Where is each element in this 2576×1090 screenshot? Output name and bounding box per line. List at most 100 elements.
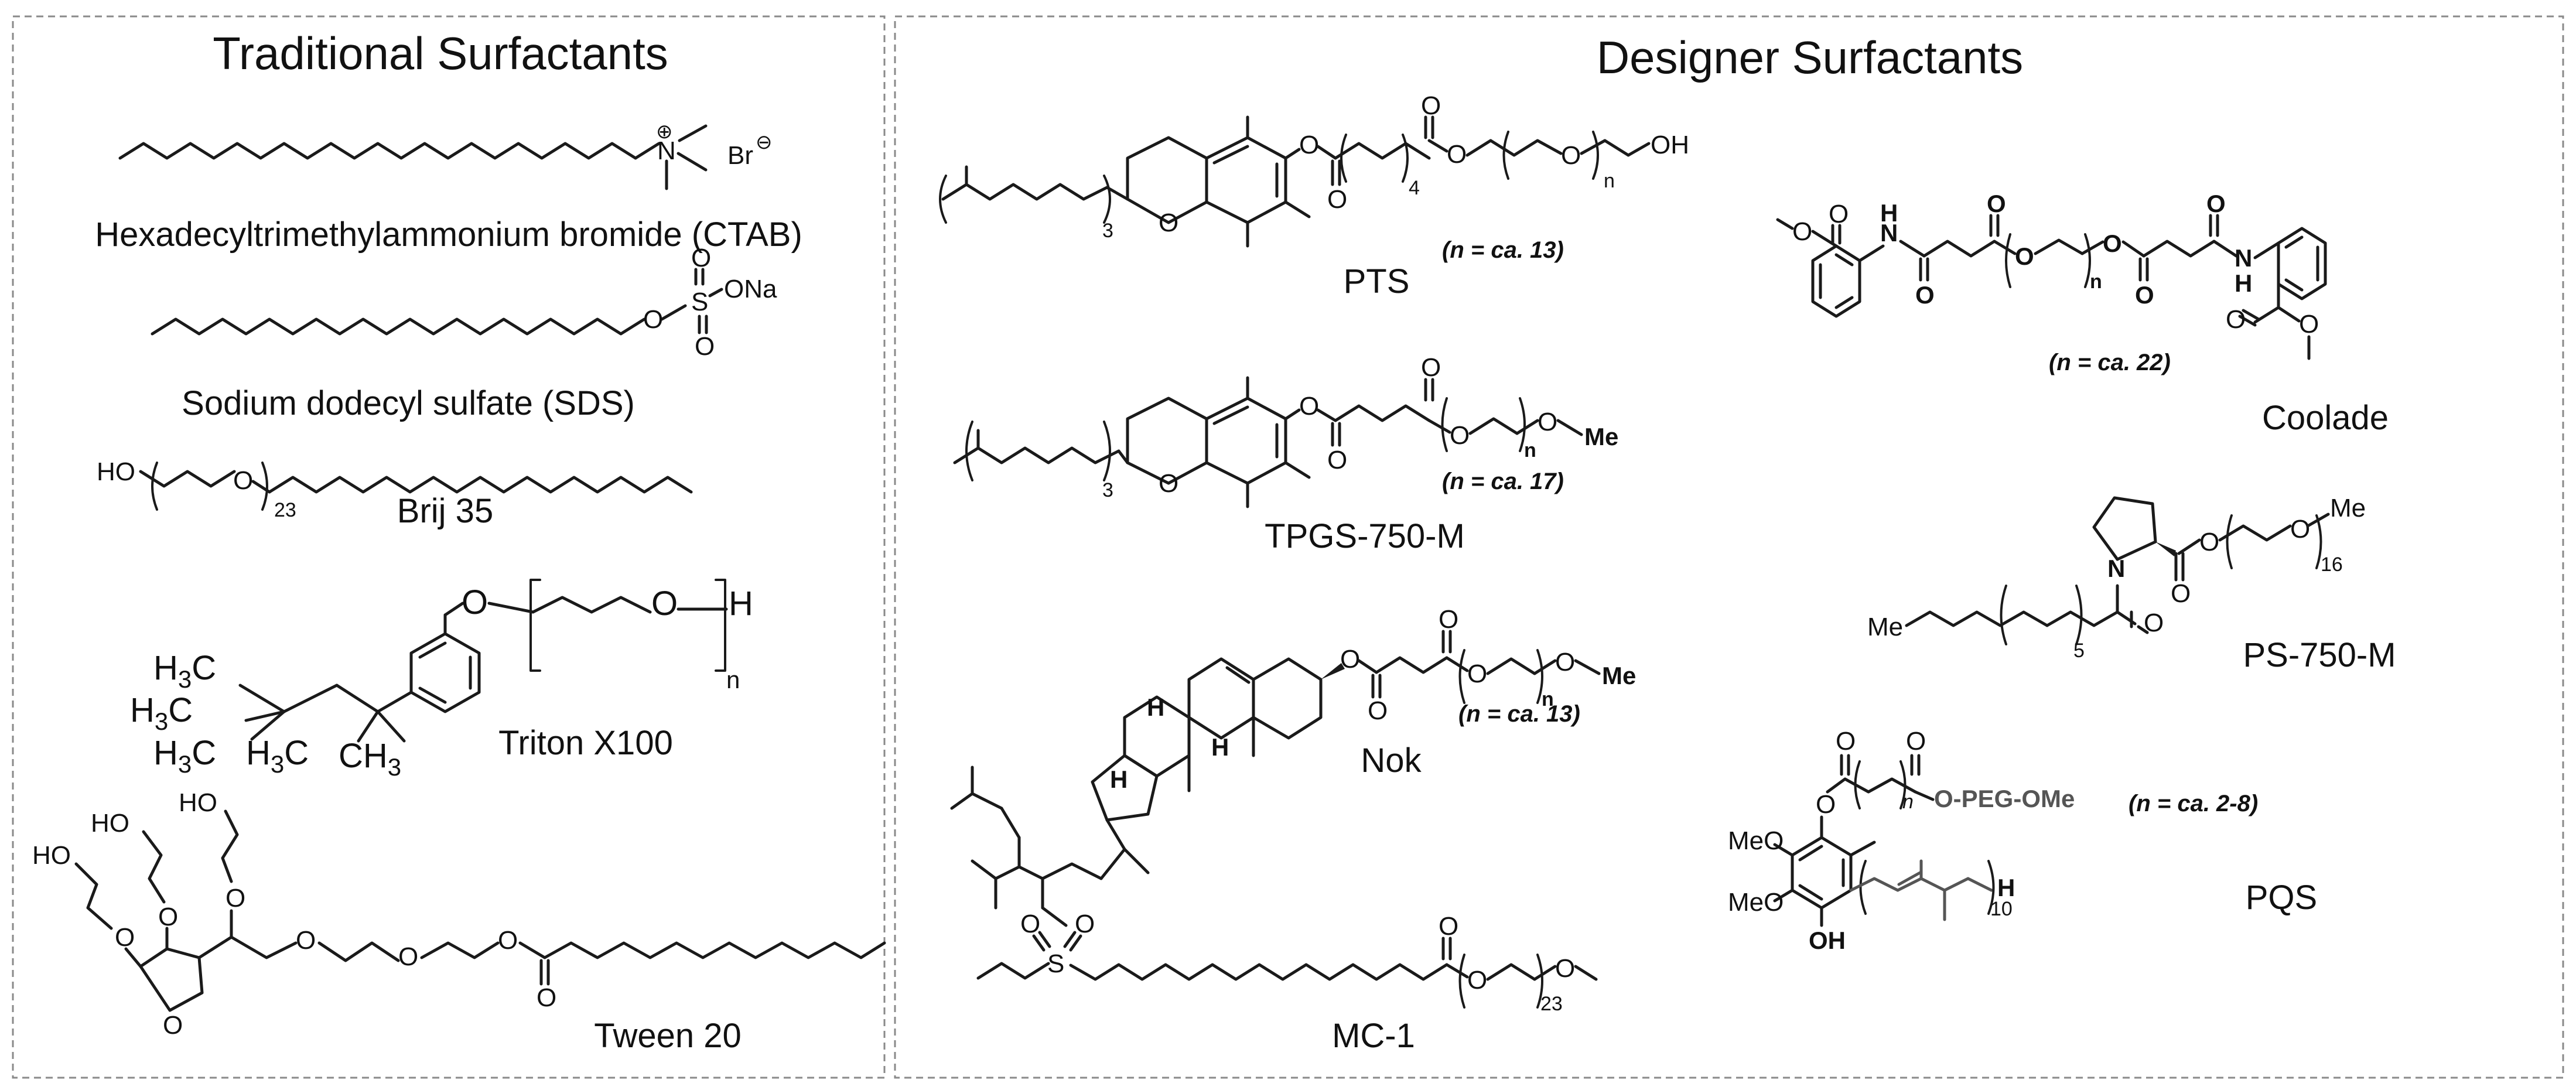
tween20-o-chain2: O	[398, 942, 418, 971]
tpgs-carbonyl-1: O	[1327, 446, 1347, 474]
tween20-o-top: O	[226, 884, 245, 913]
pts-repeat-3: 3	[1102, 220, 1113, 242]
tween20-o-chain1: O	[296, 926, 316, 955]
tween20-name: Tween 20	[594, 1017, 742, 1055]
tween20-ho-upper: HO	[91, 809, 129, 838]
ps750m-structure: Me 5 O N O O O 16 Me	[1867, 494, 2366, 662]
pts-peg-oxygen: O	[1561, 141, 1581, 170]
nok-note: (n = ca. 13)	[1458, 701, 1580, 727]
ps750m-carbonyl: O	[2171, 579, 2191, 608]
triton-name: Triton X100	[498, 724, 673, 762]
triton-ch3: CH3	[339, 737, 401, 781]
triton-h3c-lower: H3C	[246, 734, 309, 778]
ps750m-repeat-5: 5	[2073, 640, 2085, 662]
ctab-minus-charge: ⊖	[756, 131, 773, 153]
tween20-o-carbonyl: O	[537, 983, 556, 1012]
triton-structure: O O H n H3C H3C H3C H3C CH3	[130, 579, 753, 781]
coolade-peg-o2: O	[2103, 230, 2122, 257]
mc1-methoxy-oxygen: O	[1555, 954, 1575, 983]
coolade-carbonyl-left: O	[1829, 200, 1849, 228]
nok-ester-oxygen: O	[1467, 660, 1487, 688]
pts-phenol-oxygen: O	[1299, 131, 1319, 159]
triton-h3c-bottom: H3C	[153, 734, 216, 778]
brij35-structure: HO O 23	[97, 457, 693, 521]
designer-panel-frame	[894, 15, 2564, 1079]
pqs-carbonyl-1: O	[1836, 727, 1856, 756]
tween20-structure: O O HO O HO O HO O O O O	[32, 788, 886, 1040]
sds-name: Sodium dodecyl sulfate (SDS)	[182, 384, 635, 422]
mc1-sulfonyl-o2: O	[1075, 910, 1095, 938]
pqs-aryl-oxygen: O	[1816, 790, 1836, 819]
pts-ester-oxygen: O	[1447, 140, 1467, 169]
tween20-o-ester: O	[498, 926, 518, 955]
nok-h-2: H	[1211, 733, 1229, 761]
pqs-hydroxyl: OH	[1809, 927, 1846, 954]
pts-hydroxyl: OH	[1651, 131, 1689, 159]
ps750m-name: PS-750-M	[2243, 636, 2396, 674]
brij35-ether-oxygen: O	[233, 466, 253, 495]
triton-h3c-top: H3C	[153, 649, 216, 693]
traditional-title: Traditional Surfactants	[213, 28, 668, 79]
ctab-name: Hexadecyltrimethylammonium bromide (CTAB…	[95, 216, 802, 254]
tpgs-phenol-oxygen: O	[1299, 392, 1319, 421]
brij35-name: Brij 35	[397, 492, 493, 530]
triton-repeat-n: n	[726, 666, 740, 693]
ctab-nitrogen: N	[657, 136, 676, 165]
coolade-peg-o1: O	[2015, 242, 2034, 270]
coolade-ester-carbonyl: O	[1987, 190, 2006, 217]
tpgs-structure: 3 O O O O O n O Me	[953, 353, 1618, 508]
mc1-ester-oxygen: O	[1467, 966, 1487, 995]
designer-title: Designer Surfactants	[1597, 32, 2023, 83]
coolade-nh-right-n: N	[2235, 244, 2252, 272]
coolade-carbonyl-right: O	[2226, 305, 2246, 334]
ps750m-methyl: Me	[1867, 613, 1903, 641]
nok-h-1: H	[1147, 693, 1164, 721]
coolade-nh-right-h: H	[2235, 269, 2252, 297]
mc1-sulfonyl-o1: O	[1020, 910, 1040, 938]
sds-bottom-oxygen: O	[695, 332, 715, 361]
mc1-repeat-23: 23	[1540, 993, 1563, 1015]
coolade-ome-o-right: O	[2299, 310, 2319, 339]
brij35-repeat-count: 23	[274, 499, 296, 521]
pqs-name: PQS	[2246, 879, 2318, 917]
sds-structure: O S O O ONa	[151, 244, 777, 361]
triton-h3c-middle: H3C	[130, 691, 193, 735]
ps750m-methyl-end: Me	[2330, 494, 2366, 522]
pts-name: PTS	[1344, 262, 1410, 300]
pts-carbonyl-2: O	[1421, 91, 1441, 120]
mc1-sulfur: S	[1047, 949, 1064, 978]
pqs-structure: O O n O O-PEG-OMe MeO MeO OH 10 H	[1728, 727, 2075, 954]
traditional-panel-frame	[12, 15, 886, 1079]
coolade-ester-o2: O	[2135, 281, 2154, 309]
coolade-nh-left-h: H	[1880, 199, 1898, 227]
nok-methoxy-oxygen: O	[1555, 648, 1575, 676]
coolade-repeat-n: n	[2090, 271, 2102, 293]
nok-methyl: Me	[1602, 662, 1636, 689]
coolade-ome-o-left: O	[1792, 217, 1812, 246]
nok-carbonyl-1: O	[1368, 696, 1388, 725]
tpgs-methyl: Me	[1584, 423, 1618, 450]
pts-note: (n = ca. 13)	[1442, 237, 1564, 263]
ctab-plus-charge: ⊕	[656, 121, 673, 143]
tween20-ring-oxygen: O	[163, 1011, 183, 1040]
pts-repeat-n: n	[1604, 170, 1615, 192]
pts-repeat-4: 4	[1409, 177, 1420, 199]
pqs-note: (n = ca. 2-8)	[2129, 791, 2258, 816]
nok-h-3: H	[1110, 766, 1128, 793]
tween20-o-left: O	[115, 923, 135, 952]
nok-phenol-oxygen: O	[1340, 645, 1360, 674]
mc1-name: MC-1	[1332, 1017, 1415, 1055]
sds-top-oxygen: O	[691, 244, 711, 272]
brij35-hydroxyl: HO	[97, 457, 135, 486]
mc1-carbonyl: O	[1439, 912, 1458, 941]
tpgs-repeat-3: 3	[1102, 479, 1113, 501]
pqs-repeat-n: n	[1902, 791, 1914, 813]
pqs-carbonyl-2: O	[1906, 727, 1926, 756]
tween20-ho-left: HO	[32, 841, 71, 870]
sds-sulfur: S	[691, 288, 708, 316]
triton-phenol-oxygen: O	[462, 583, 488, 621]
pqs-terminal-h: H	[1997, 874, 2015, 901]
triton-terminal-h: H	[729, 585, 753, 623]
coolade-amide-o-left: O	[1915, 281, 1935, 309]
